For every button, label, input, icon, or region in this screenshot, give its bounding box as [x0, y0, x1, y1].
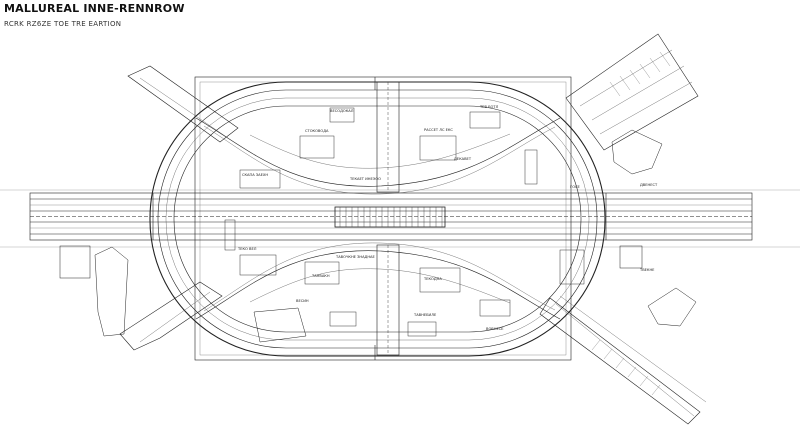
svg-text:ГОСЕ: ГОСЕ [570, 185, 581, 189]
svg-text:ДВЕНЕСТ: ДВЕНЕСТ [640, 183, 658, 187]
svg-text:СТОКОВОДА: СТОКОВОДА [305, 129, 329, 133]
svg-text:ТАНВАКН: ТАНВАКН [311, 274, 330, 278]
annotation-text: ВЕСОДОКАЛ СТОКОВОДА РАССЕТ ЛС ЕКС ТЕВ БО… [237, 105, 658, 331]
surrounding-buildings [59, 129, 697, 343]
room-outlines [224, 107, 585, 337]
svg-text:ТАВОЧКНЕ ЗНАДНАЕ: ТАВОЧКНЕ ЗНАДНАЕ [335, 255, 376, 259]
svg-text:ТАВНЕБИЛЕ: ТАВНЕБИЛЕ [413, 313, 437, 317]
diagonal-approach-tracks [119, 33, 707, 425]
svg-text:ТЕВ БОТЛ: ТЕВ БОТЛ [479, 105, 499, 109]
svg-text:ВОВНЕСЕ: ВОВНЕСЕ [486, 327, 504, 331]
central-spine [376, 81, 400, 356]
svg-text:ДЕКАВЕТ: ДЕКАВЕТ [454, 157, 472, 161]
drawing-title: MALLUREAL INNE-RENNROW [4, 2, 185, 15]
svg-text:ТЕКО ВЕЛ: ТЕКО ВЕЛ [237, 247, 257, 251]
svg-text:ТЕКОДНА: ТЕКОДНА [423, 277, 442, 281]
drawing-subtitle: RCRK RZ6ZE TOE TRE ЕАRTION [4, 20, 122, 28]
svg-text:СКАПА ЗАЕХН: СКАПА ЗАЕХН [242, 173, 268, 177]
svg-text:ВЕСИН: ВЕСИН [296, 299, 309, 303]
svg-text:ВЕСОДОКАЛ: ВЕСОДОКАЛ [330, 109, 354, 113]
outer-track-loop [149, 81, 606, 357]
svg-text:ТЕКАЕТ ИНЕЭОО: ТЕКАЕТ ИНЕЭОО [349, 177, 381, 181]
main-rail-corridor [0, 189, 800, 248]
station-envelope [194, 76, 572, 361]
svg-text:РАССЕТ ЛС ЕКС: РАССЕТ ЛС ЕКС [424, 128, 453, 132]
inner-curved-tracks [195, 117, 561, 320]
svg-text:ТВЕКНЕ: ТВЕКНЕ [639, 268, 655, 272]
